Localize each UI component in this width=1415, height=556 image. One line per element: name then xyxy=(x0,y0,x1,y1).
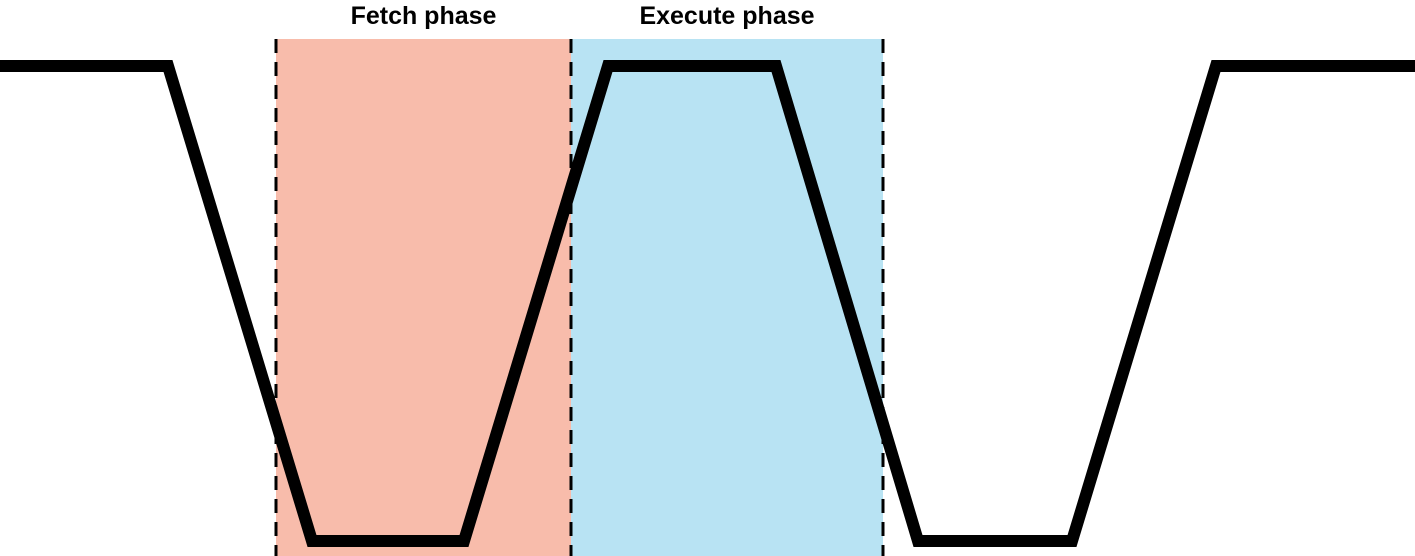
execute-phase-region xyxy=(571,39,883,556)
fetch-phase-region xyxy=(276,39,571,556)
clock-waveform xyxy=(0,60,1415,547)
fetch-phase-label: Fetch phase xyxy=(351,2,497,30)
execute-phase-label: Execute phase xyxy=(639,2,814,30)
